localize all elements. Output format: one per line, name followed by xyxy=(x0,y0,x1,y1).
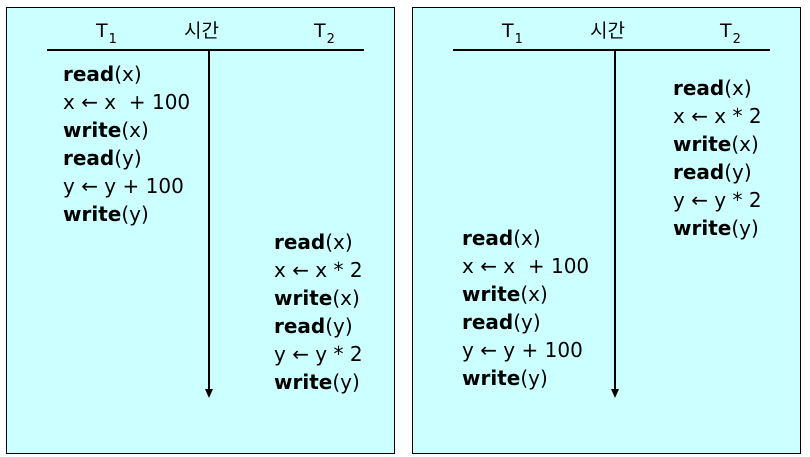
time-arrow-icon xyxy=(611,389,619,398)
t1-header: T1 xyxy=(502,20,523,47)
op-line: write(x) xyxy=(274,286,360,310)
op-line: write(y) xyxy=(63,202,149,226)
op-line: x ← x * 2 xyxy=(673,104,762,128)
op-line: read(x) xyxy=(274,230,353,254)
t2-operations: read(x) x ← x * 2 write(x) read(y) y ← y… xyxy=(274,228,363,396)
op-line: read(x) xyxy=(63,62,142,86)
op-line: read(x) xyxy=(462,226,541,250)
t2-operations: read(x) x ← x * 2 write(x) read(y) y ← y… xyxy=(673,74,762,242)
op-line: y ← y * 2 xyxy=(274,342,363,366)
op-line: y ← y * 2 xyxy=(673,188,762,212)
t1-operations: read(x) x ← x + 100 write(x) read(y) y ←… xyxy=(63,60,190,228)
op-line: read(y) xyxy=(63,146,142,170)
t2-header: T2 xyxy=(720,20,741,47)
schedule-panel-t1-first: T1 시간 T2 read(x) x ← x + 100 write(x) re… xyxy=(6,7,395,454)
op-line: read(y) xyxy=(462,310,541,334)
op-line: y ← y + 100 xyxy=(63,174,184,198)
op-line: write(x) xyxy=(462,282,548,306)
time-header: 시간 xyxy=(184,20,219,42)
op-line: write(y) xyxy=(274,370,360,394)
t2-header: T2 xyxy=(314,20,335,47)
op-line: x ← x * 2 xyxy=(274,258,363,282)
t1-operations: read(x) x ← x + 100 write(x) read(y) y ←… xyxy=(462,224,589,392)
op-line: x ← x + 100 xyxy=(63,90,191,114)
op-line: write(y) xyxy=(462,366,548,390)
op-line: read(x) xyxy=(673,76,752,100)
op-line: x ← x + 100 xyxy=(462,254,590,278)
time-arrow-icon xyxy=(205,389,213,398)
schedule-panel-t2-first: T1 시간 T2 read(x) x ← x * 2 write(x) read… xyxy=(412,7,801,454)
header-divider xyxy=(47,49,364,51)
op-line: read(y) xyxy=(274,314,353,338)
time-header: 시간 xyxy=(590,20,625,42)
op-line: write(x) xyxy=(63,118,149,142)
time-axis xyxy=(208,49,210,390)
header-divider xyxy=(453,49,770,51)
op-line: write(x) xyxy=(673,132,759,156)
op-line: y ← y + 100 xyxy=(462,338,583,362)
op-line: read(y) xyxy=(673,160,752,184)
time-axis xyxy=(614,49,616,390)
op-line: write(y) xyxy=(673,216,759,240)
t1-header: T1 xyxy=(96,20,117,47)
